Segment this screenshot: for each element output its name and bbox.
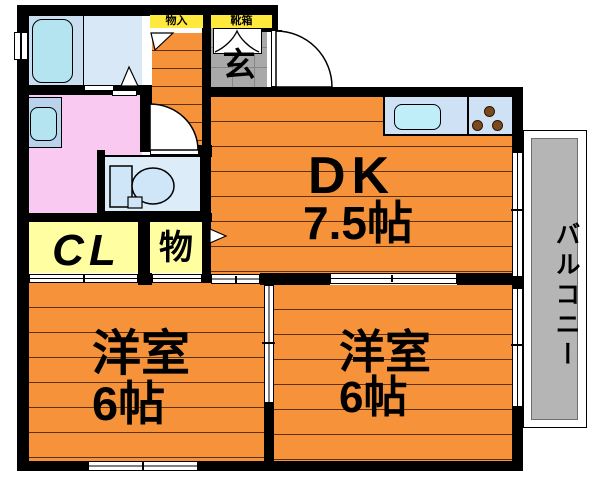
wall-top	[17, 5, 278, 16]
closet-mono-floor	[150, 222, 202, 273]
kitchen-counter-divider	[467, 97, 469, 136]
bathroom-door-panel	[84, 85, 114, 91]
bedroom-right-name: 洋室	[339, 326, 431, 378]
closet-cl-floor	[29, 222, 138, 273]
wall-cl-divider	[138, 222, 150, 273]
entrance-door-swing	[275, 30, 333, 88]
dk-name: DK	[308, 147, 396, 205]
bedroom-right-size: 6帖	[339, 373, 408, 422]
door-tick	[391, 275, 393, 282]
wall-right	[512, 87, 523, 471]
window-dk-balcony	[512, 152, 523, 277]
door-tick	[262, 342, 275, 344]
toilet-door-panel	[150, 146, 199, 155]
wall-closet-south	[138, 273, 152, 285]
wall-dk-top	[202, 87, 523, 97]
bedroom-left-name: 洋室	[92, 327, 191, 381]
shoe-box-label: 靴箱	[230, 15, 253, 27]
wall-left	[17, 5, 29, 471]
door-tick	[235, 276, 237, 283]
stove-burner	[472, 120, 483, 131]
door-tick	[83, 275, 85, 282]
wall-washroom-bottom	[29, 213, 212, 222]
wall-bedroom-divider	[264, 403, 274, 461]
window-tick	[511, 209, 524, 211]
wall-hall-dk	[202, 15, 211, 283]
bathroom-door-panel	[112, 90, 137, 96]
closet-mono-doors	[152, 274, 202, 283]
bedroom-left-size: 6帖	[92, 377, 166, 430]
toilet-room-floor	[103, 155, 202, 213]
closet-mono-label: 物	[159, 229, 193, 267]
bathtub	[32, 19, 73, 83]
sliding-door-bedrooms	[264, 285, 274, 403]
wall-south-east	[457, 273, 512, 285]
closet-cl-label: CL	[52, 226, 121, 275]
dk-size: 7.5帖	[303, 197, 413, 249]
window-bedroom-right-balcony	[512, 288, 523, 407]
kitchen-sink	[394, 104, 441, 130]
sliding-door-dk-bedroom-right	[330, 273, 457, 284]
wall-hall-washroom	[140, 85, 152, 152]
wall-toilet-left	[97, 150, 105, 214]
bathroom-dressing-floor	[83, 16, 142, 85]
window-tick	[142, 462, 144, 470]
window-tick	[511, 344, 524, 346]
label-shoe-box	[211, 15, 272, 28]
balcony-label: バルコニー	[552, 220, 580, 371]
stove-burner	[484, 106, 495, 117]
wall-bottom	[17, 461, 523, 471]
bedroom-left-floor	[29, 283, 264, 461]
entrance-label: 玄	[222, 46, 256, 83]
window-bathroom-left	[14, 32, 28, 60]
entrance-door-panel	[271, 30, 282, 87]
washbasin-bowl	[30, 107, 57, 141]
wall-south-mid	[260, 273, 330, 285]
label-storage-top	[150, 15, 203, 28]
bedroom-right-floor	[274, 285, 512, 461]
balcony-deck	[531, 138, 578, 420]
stove-burner	[492, 120, 503, 131]
hallway-floor	[152, 33, 202, 146]
storage-top-label: 物入	[165, 15, 188, 27]
